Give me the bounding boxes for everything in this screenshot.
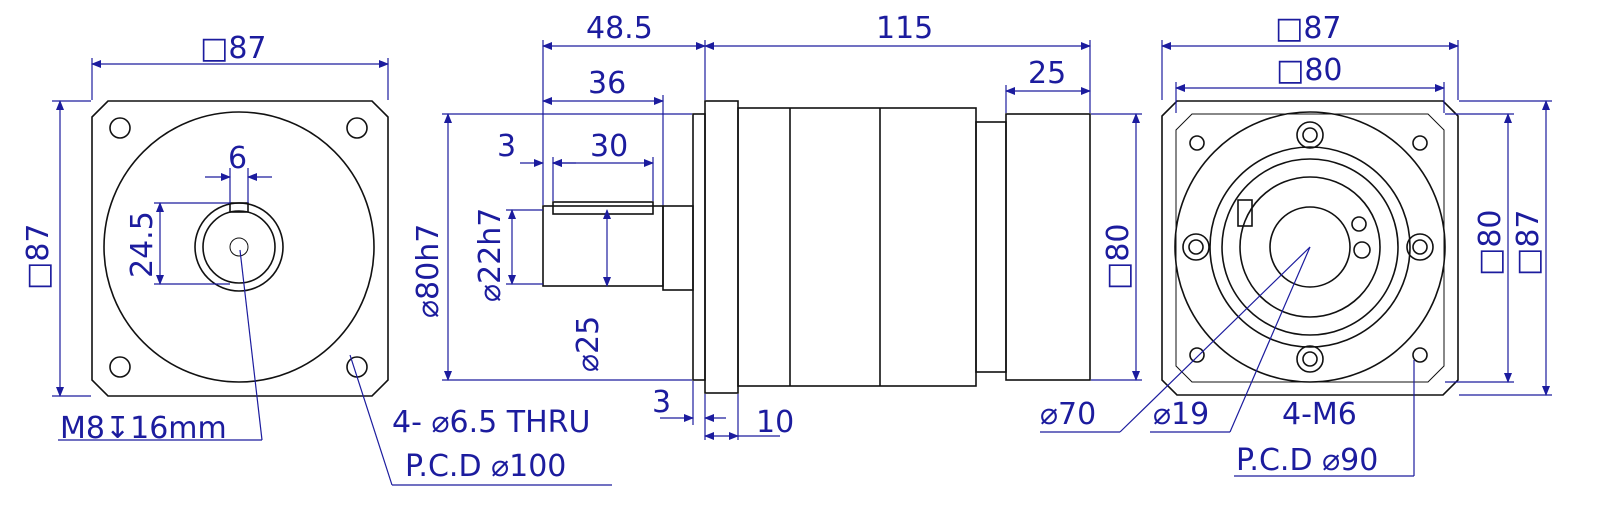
output-shaft [542,205,664,287]
right-input-circle [1174,111,1446,383]
right-corner-hole [1412,347,1428,363]
mount-hole [346,117,368,139]
pilot [692,113,706,381]
mount-hole [109,356,131,378]
total-length-label: 115 [876,11,933,46]
right-ring-1 [1209,146,1411,348]
mount-hole [346,356,368,378]
body-square-label: □80 [1101,223,1136,290]
shaft-diameter-label: ⌀22h7 [473,208,508,302]
right-bolt [1182,233,1210,261]
right-flange-outline [1161,100,1459,396]
center-thread [229,237,249,257]
input-flange [1005,113,1091,381]
shaft-length-label: 36 [588,66,626,101]
right-bolt [1406,233,1434,261]
key-offset-label: 3 [497,129,516,164]
right-bolt-inner [1302,127,1318,143]
right-ring-2 [1221,158,1399,336]
right-pcd-label: P.C.D ⌀90 [1236,443,1378,478]
output-flange [704,100,739,394]
right-bolt-inner [1188,239,1204,255]
side-view: 48.5 115 36 25 3 30 ⌀80h7 ⌀22h7 ⌀25 □80 … [411,11,1142,440]
shaft-outer [194,202,284,292]
right-bolt [1296,121,1324,149]
threads-label: 4-M6 [1282,397,1357,432]
right-bolt [1296,345,1324,373]
left-width-label: □87 [200,31,267,66]
shaft-key [552,201,654,215]
left-view: □87 □87 6 24.5 M8↧16mm 4- ⌀6.5 THRU P.C.… [21,31,612,486]
shaft-shoulder [662,205,694,291]
right-corner-hole [1189,347,1205,363]
right-side-outer-label: □87 [1511,209,1546,276]
right-bolt-inner [1412,239,1428,255]
input-diameter-label: ⌀70 [1040,397,1096,432]
right-inner-square [1175,113,1445,383]
left-flange-circle [103,111,375,383]
body-neck [975,121,1007,373]
pilot-diameter-label: ⌀80h7 [411,224,446,318]
left-flange-outline [91,100,389,397]
right-view: □87 □80 □80 □87 ⌀70 ⌀19 4-M6 P.C.D ⌀90 [1040,11,1552,478]
key-height-label: 24.5 [125,211,160,278]
right-small-hole [1351,216,1367,232]
flange-thickness-label: 10 [756,405,794,440]
right-corner-hole [1412,135,1428,151]
keyway [229,202,249,213]
right-keyway [1237,199,1253,227]
shaft-inner [202,210,276,284]
keyway-width-label: 6 [228,141,247,176]
right-side-inner-label: □80 [1473,209,1508,276]
right-outer-square-label: □87 [1275,11,1342,46]
right-bore [1269,206,1351,288]
pilot-depth-label: 3 [652,385,671,420]
mount-holes-label: 4- ⌀6.5 THRU [392,405,590,440]
thread-label: M8↧16mm [60,411,227,446]
input-length-label: 25 [1028,56,1066,91]
right-small-hole [1353,241,1371,259]
mount-hole [109,117,131,139]
left-height-label: □87 [21,223,56,290]
bore-diameter-label: ⌀19 [1153,397,1209,432]
right-corner-hole [1189,135,1205,151]
shaft-shoulder-label: ⌀25 [571,316,606,372]
right-bolt-inner [1302,351,1318,367]
flange-offset-label: 48.5 [586,11,653,46]
gear-body [737,107,977,387]
mount-pcd-label: P.C.D ⌀100 [405,449,566,484]
key-length-label: 30 [590,129,628,164]
right-ring-3 [1239,176,1381,318]
right-inner-square-label: □80 [1276,53,1343,88]
